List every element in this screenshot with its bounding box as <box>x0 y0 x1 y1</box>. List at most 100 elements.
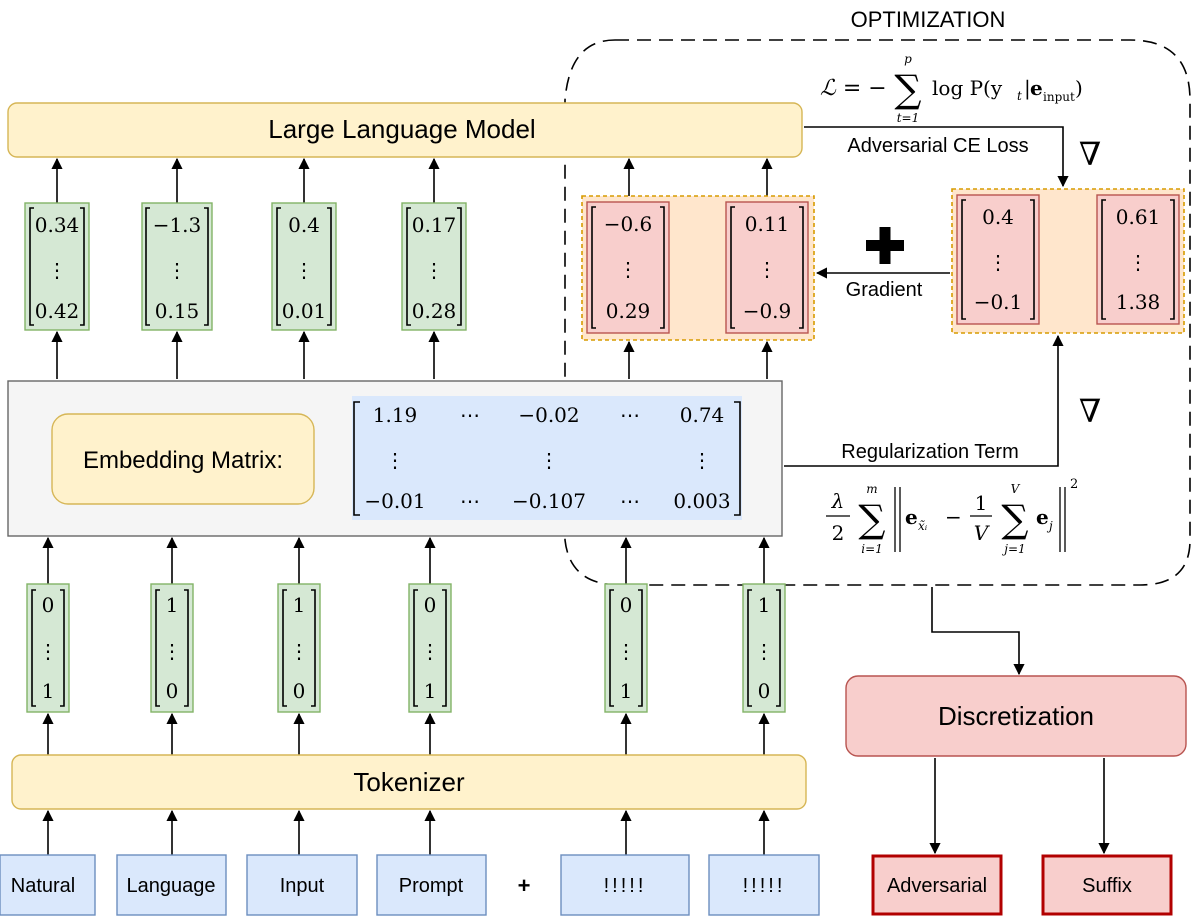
onehot-vector-2: 1 ⋮ 0 <box>150 583 194 713</box>
gradient-vector-2: 0.61 ⋮ 1.38 <box>1096 194 1180 325</box>
svg-text:1: 1 <box>293 593 306 617</box>
svg-text:0: 0 <box>293 679 306 703</box>
svg-text:0.74: 0.74 <box>680 403 725 427</box>
regularization-arrow <box>784 334 1064 467</box>
onehot-vector-5: 0 ⋮ 1 <box>604 583 648 713</box>
svg-text:⋯: ⋯ <box>620 489 640 513</box>
svg-text:−0.01: −0.01 <box>364 489 425 513</box>
discretization-arrow <box>931 587 1025 676</box>
svg-text:V: V <box>974 521 991 545</box>
suffix-vector-2: 0.11 ⋮ −0.9 <box>725 201 809 334</box>
sum-icon-3: ∑ <box>1001 497 1028 541</box>
svg-text:V: V <box>1011 482 1021 496</box>
svg-text:⋮: ⋮ <box>289 639 309 663</box>
regularization-label: Regularization Term <box>841 441 1019 463</box>
svg-text:⋮: ⋮ <box>167 258 187 282</box>
nabla-icon: ∇ <box>1079 135 1101 173</box>
svg-text:Input: Input <box>280 875 325 897</box>
svg-text:−0.1: −0.1 <box>974 290 1023 314</box>
discretization-label: Discretization <box>938 701 1094 731</box>
svg-text:1.38: 1.38 <box>1116 290 1161 314</box>
svg-text:⋯: ⋯ <box>460 403 480 427</box>
svg-text:0: 0 <box>620 593 633 617</box>
svg-text:⋮: ⋮ <box>754 639 774 663</box>
svg-text:1: 1 <box>424 679 437 703</box>
arrows-to-llm <box>51 157 773 203</box>
nabla-icon-2: ∇ <box>1079 392 1101 430</box>
svg-text:1: 1 <box>42 679 55 703</box>
regularization-formula: λ 2 m ∑ i=1 e x̃ᵢ − 1 V V ∑ j=1 e j 2 <box>826 477 1078 556</box>
svg-text:m: m <box>866 482 877 496</box>
svg-text:−0.9: −0.9 <box>743 299 792 323</box>
tokenizer-label: Tokenizer <box>353 767 465 797</box>
embedding-label: Embedding Matrix: <box>83 447 283 474</box>
arrows-to-onehot <box>42 712 770 755</box>
svg-text:0: 0 <box>758 679 771 703</box>
embedding-vector-1: 0.34 ⋮ 0.42 <box>24 202 90 331</box>
svg-text:t: t <box>1017 89 1022 103</box>
input-token-suffix-1: !!!!! <box>560 854 690 916</box>
svg-text:Adversarial: Adversarial <box>887 875 987 897</box>
embedding-vector-4: 0.17 ⋮ 0.28 <box>401 202 467 331</box>
input-token-prompt: Prompt <box>376 854 487 916</box>
arrows-to-outputs <box>929 758 1110 855</box>
optimization-title: OPTIMIZATION <box>851 7 1006 32</box>
svg-text:e: e <box>905 505 918 529</box>
svg-text:e: e <box>1030 76 1043 100</box>
svg-text:0.42: 0.42 <box>35 299 80 323</box>
svg-text:λ: λ <box>831 489 845 513</box>
svg-text:i=1: i=1 <box>861 542 883 556</box>
optimization-region <box>564 39 1191 586</box>
svg-text:1.19: 1.19 <box>373 403 418 427</box>
plus-between-inputs: + <box>518 873 531 898</box>
tokenizer-box <box>11 754 807 810</box>
svg-text:0.11: 0.11 <box>745 212 790 236</box>
arrows-to-embedding-vectors <box>51 330 773 379</box>
svg-text:0.29: 0.29 <box>606 299 651 323</box>
svg-text:0: 0 <box>42 593 55 617</box>
svg-text:⋮: ⋮ <box>618 257 638 281</box>
svg-text:e: e <box>1036 505 1049 529</box>
llm-box <box>7 102 803 158</box>
adv-ce-loss-label: Adversarial CE Loss <box>847 135 1028 157</box>
svg-text:−0.6: −0.6 <box>604 212 653 236</box>
suffix-vector-1: −0.6 ⋮ 0.29 <box>586 201 670 334</box>
gradient-label: Gradient <box>846 279 923 301</box>
llm-label: Large Language Model <box>268 114 535 144</box>
svg-text:0.34: 0.34 <box>35 213 80 237</box>
input-token-language: Language <box>116 854 227 916</box>
plus-icon <box>866 227 904 264</box>
svg-text:⋮: ⋮ <box>47 258 67 282</box>
svg-text:2: 2 <box>1070 477 1078 492</box>
svg-text:2: 2 <box>832 521 845 545</box>
embedding-matrix: 1.19 ⋯ −0.02 ⋯ 0.74 ⋮ ⋮ ⋮ −0.01 ⋯ −0.107… <box>352 396 742 520</box>
svg-text:⋮: ⋮ <box>162 639 182 663</box>
svg-text:⋮: ⋮ <box>38 639 58 663</box>
svg-text:−0.02: −0.02 <box>518 403 579 427</box>
svg-text:⋮: ⋮ <box>616 639 636 663</box>
sum-icon: ∑ <box>894 67 921 111</box>
svg-text:⋯: ⋯ <box>460 489 480 513</box>
svg-text:p: p <box>904 52 912 66</box>
loss-formula: ℒ = − p ∑ t=1 log P(y t | e input ) <box>820 52 1083 125</box>
svg-text:0.4: 0.4 <box>982 205 1014 229</box>
svg-text:input: input <box>1043 90 1075 104</box>
arrows-to-tokenizer <box>42 809 770 855</box>
svg-text:t=1: t=1 <box>897 111 920 125</box>
input-token-suffix-2: !!!!! <box>708 854 820 916</box>
onehot-vector-3: 1 ⋮ 0 <box>277 583 321 713</box>
svg-text:log P(y: log P(y <box>932 76 1003 100</box>
svg-text:⋮: ⋮ <box>420 639 440 663</box>
svg-text:⋮: ⋮ <box>294 258 314 282</box>
svg-text:⋮: ⋮ <box>1128 250 1148 274</box>
svg-text:0.4: 0.4 <box>288 213 320 237</box>
svg-text:Suffix: Suffix <box>1082 875 1132 897</box>
svg-text:0.61: 0.61 <box>1116 205 1161 229</box>
embedding-vector-2: −1.3 ⋮ 0.15 <box>141 202 213 331</box>
onehot-vector-4: 0 ⋮ 1 <box>408 583 452 713</box>
svg-text:⋮: ⋮ <box>385 448 405 472</box>
svg-text:−: − <box>945 505 962 529</box>
discretization-box <box>845 675 1187 757</box>
svg-text:x̃ᵢ: x̃ᵢ <box>918 519 928 533</box>
